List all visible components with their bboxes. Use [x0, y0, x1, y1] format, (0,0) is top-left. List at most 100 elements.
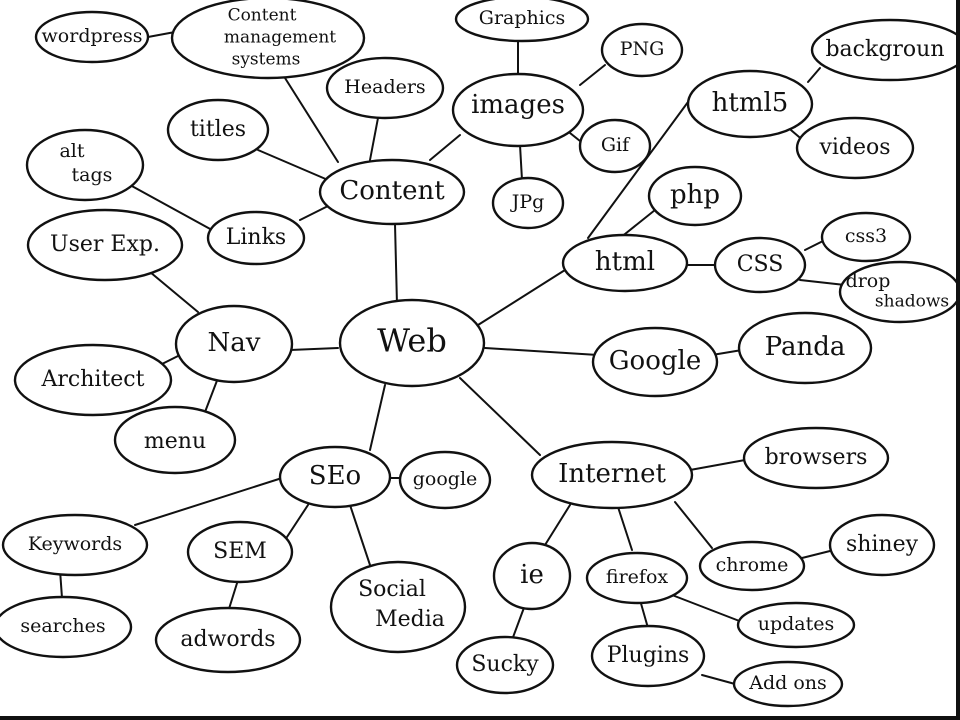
node-content-bubble — [318, 158, 466, 226]
node-firefox-label: firefox — [606, 566, 668, 588]
node-content-label: Content — [339, 176, 445, 206]
node-menu: menu — [113, 405, 237, 475]
node-user-exp-bubble — [26, 208, 184, 282]
node-chrome: chrome — [698, 540, 806, 592]
link-content-titles — [257, 149, 329, 181]
link-internet-ie — [544, 504, 571, 546]
node-sucky: Sucky — [455, 635, 555, 695]
node-sucky-label: Sucky — [471, 652, 539, 677]
link-content-headers — [369, 117, 379, 161]
node-background-label: backgroun — [825, 37, 944, 62]
link-wordpress-cms — [147, 31, 176, 38]
node-addons: Add ons — [732, 660, 844, 708]
node-html5: html5 — [686, 69, 814, 139]
node-images: images — [451, 72, 585, 148]
node-titles: titles — [166, 98, 270, 162]
node-headers-label: Headers — [344, 76, 425, 98]
node-headers: Headers — [325, 56, 445, 120]
link-internet-firefox — [617, 506, 633, 551]
node-seo-label: SEo — [309, 461, 361, 491]
node-titles-label: titles — [190, 117, 246, 142]
node-nav: Nav — [174, 304, 294, 384]
node-wordpress: wordpress — [34, 10, 150, 64]
connector-lines — [59, 31, 846, 685]
node-ie-bubble — [492, 541, 572, 611]
node-ie-label: ie — [520, 560, 544, 590]
node-firefox-bubble — [585, 551, 689, 605]
node-shiney-label: shiney — [846, 532, 919, 557]
link-web-content — [394, 223, 398, 306]
node-menu-label: menu — [144, 429, 206, 454]
node-sucky-bubble — [455, 635, 555, 695]
node-html-bubble — [561, 233, 689, 293]
node-google-search-bubble — [591, 326, 719, 398]
link-google-panda — [711, 349, 743, 356]
node-graphics: Graphics — [454, 0, 590, 43]
node-wordpress-label: wordpress — [42, 25, 143, 47]
node-searches: searches — [0, 595, 133, 659]
link-web-google — [484, 347, 599, 356]
node-html: html — [561, 233, 689, 293]
link-nav-menu — [204, 377, 219, 413]
node-background: backgroun — [810, 18, 960, 82]
link-web-seo — [369, 384, 386, 451]
node-php-bubble — [647, 165, 743, 227]
node-internet-bubble — [530, 440, 694, 510]
node-jpg-label: JPg — [510, 191, 545, 213]
node-google-search-label: Google — [609, 346, 701, 376]
node-headers-bubble — [325, 56, 445, 120]
node-architect-label: Architect — [41, 367, 145, 392]
link-internet-chrome — [674, 501, 713, 549]
node-css3-label: css3 — [845, 225, 887, 247]
node-seo-bubble — [278, 445, 392, 509]
link-links-alt-tags — [129, 184, 213, 231]
node-cms: Content management systems — [170, 0, 366, 80]
node-user-exp-label: User Exp. — [50, 232, 160, 257]
node-wordpress-bubble — [34, 10, 150, 64]
node-architect-bubble — [13, 343, 173, 417]
node-web-bubble — [338, 298, 486, 388]
node-browsers-label: browsers — [765, 445, 868, 470]
node-titles-bubble — [166, 98, 270, 162]
node-css3-bubble — [820, 211, 912, 263]
node-nav-label: Nav — [208, 328, 261, 358]
node-css3: css3 — [820, 211, 912, 263]
node-google-seo-bubble — [398, 450, 492, 510]
link-content-links — [299, 204, 331, 221]
node-updates-bubble — [736, 601, 856, 649]
node-adwords: adwords — [154, 606, 302, 674]
node-php-label: php — [670, 180, 720, 210]
node-images-label: images — [471, 90, 565, 120]
node-plugins-label: Plugins — [607, 643, 690, 668]
node-php: php — [647, 165, 743, 227]
link-internet-browsers — [689, 459, 746, 471]
node-videos-bubble — [795, 116, 915, 180]
node-panda-label: Panda — [765, 332, 846, 362]
node-internet-label: Internet — [558, 459, 666, 489]
node-alt-tags-line-1: alt — [59, 140, 84, 162]
node-gif: Gif — [578, 118, 652, 174]
node-graphics-label: Graphics — [479, 7, 565, 29]
node-png: PNG — [600, 22, 684, 78]
node-internet: Internet — [530, 440, 694, 510]
node-alt-tags-bubble — [25, 128, 145, 202]
link-seo-social-media — [349, 504, 371, 566]
node-content: Content — [318, 158, 466, 226]
node-ie: ie — [492, 541, 572, 611]
node-gif-label: Gif — [601, 134, 631, 156]
right-border — [956, 0, 960, 720]
node-web-label: Web — [377, 322, 447, 360]
node-panda-bubble — [737, 311, 873, 385]
link-images-png — [579, 64, 606, 86]
node-html5-label: html5 — [712, 88, 789, 118]
node-keywords: Keywords — [1, 513, 149, 577]
node-nav-bubble — [174, 304, 294, 384]
link-chrome-shiney — [801, 549, 835, 559]
node-updates: updates — [736, 601, 856, 649]
node-drop-shadows-line-2: shadows — [875, 292, 949, 312]
node-jpg: JPg — [491, 176, 565, 230]
node-cms-line-3: systems — [232, 50, 301, 70]
node-architect: Architect — [13, 343, 173, 417]
